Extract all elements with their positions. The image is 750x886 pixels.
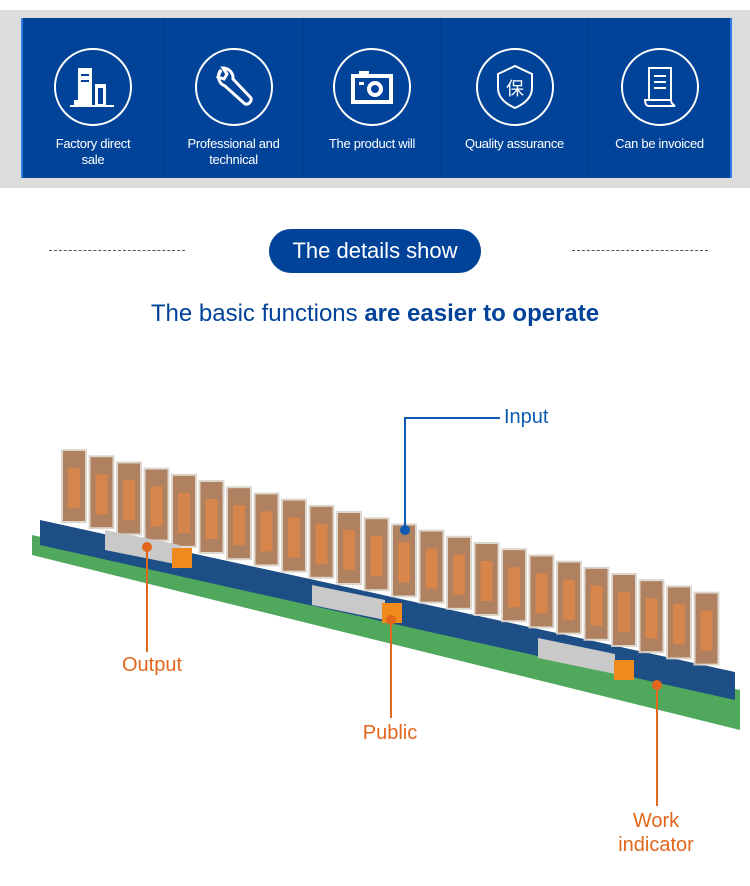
relay-coil [343, 530, 355, 570]
relay-coil [370, 536, 383, 577]
relay-coil [150, 486, 163, 527]
invoice-icon [620, 48, 699, 126]
shield-glyph: 保 [506, 79, 524, 99]
headline-bold: are easier to operate [364, 300, 600, 327]
terminal-block [538, 638, 615, 674]
headline-light: The basic functions [150, 300, 365, 327]
feature-product: The product will [304, 18, 441, 178]
feature-label: The product will [328, 136, 416, 151]
feature-factory-direct: Factory direct sale [23, 18, 164, 178]
relay-coil [123, 480, 135, 521]
relay-coil [68, 468, 80, 508]
relay-coil [673, 604, 685, 645]
feature-panel: Factory direct sale Professional and tec… [21, 18, 732, 178]
relay [418, 529, 445, 604]
relay-coil [563, 579, 575, 620]
relay-coil [618, 592, 630, 632]
divider-left [49, 250, 185, 251]
feature-label: Quality assurance [465, 136, 564, 151]
headline: The basic functions are easier to operat… [0, 300, 750, 328]
relay [281, 498, 307, 573]
relay-coil [205, 499, 218, 539]
input-dot [400, 525, 410, 535]
relay [611, 573, 637, 647]
shield-icon: 保 [475, 48, 554, 126]
callout-output: Output [121, 654, 183, 676]
relay [363, 517, 390, 592]
divider-right [572, 250, 708, 251]
work-dot [652, 680, 662, 690]
feature-label: Factory direct sale [55, 136, 131, 167]
relay-coil [260, 511, 273, 552]
terminal-orange [172, 548, 192, 568]
terminal-block [312, 585, 385, 620]
callout-work-line1: Work [632, 810, 680, 832]
relay-coil [700, 610, 713, 651]
output-dot [142, 542, 152, 552]
callout-work-line2: indicator [618, 834, 694, 856]
relay-coil [645, 598, 658, 639]
public-dot [386, 615, 396, 625]
relay-coil [315, 523, 328, 564]
feature-professional: Professional and technical [164, 18, 304, 178]
relay-coil [425, 548, 438, 589]
feature-quality: 保 Quality assurance [441, 18, 589, 178]
factory-icon [54, 48, 132, 126]
relay-coil [535, 573, 548, 614]
callout-input: Input [504, 406, 549, 428]
camera-icon [333, 48, 411, 126]
feature-label: Professional and technical [187, 136, 280, 167]
terminal-orange [614, 660, 634, 680]
feature-label: Can be invoiced [615, 136, 704, 151]
relay-coil [178, 492, 190, 533]
relay-coil [398, 542, 410, 583]
relay-coil [590, 585, 603, 626]
relay-coil [95, 474, 108, 515]
section-title-pill: The details show [269, 229, 481, 273]
input-leader [404, 417, 500, 530]
callout-public: Public [362, 722, 418, 744]
din-rail [32, 535, 740, 730]
relay-coil [508, 567, 520, 608]
relay-coil [480, 561, 493, 601]
relay [308, 504, 335, 579]
relay-coil [233, 505, 245, 546]
relay-coil [453, 554, 465, 595]
relay-coil [288, 517, 300, 558]
wrench-icon [194, 48, 273, 126]
relay [391, 523, 417, 598]
relay [666, 585, 692, 660]
feature-invoice: Can be invoiced [589, 18, 730, 178]
